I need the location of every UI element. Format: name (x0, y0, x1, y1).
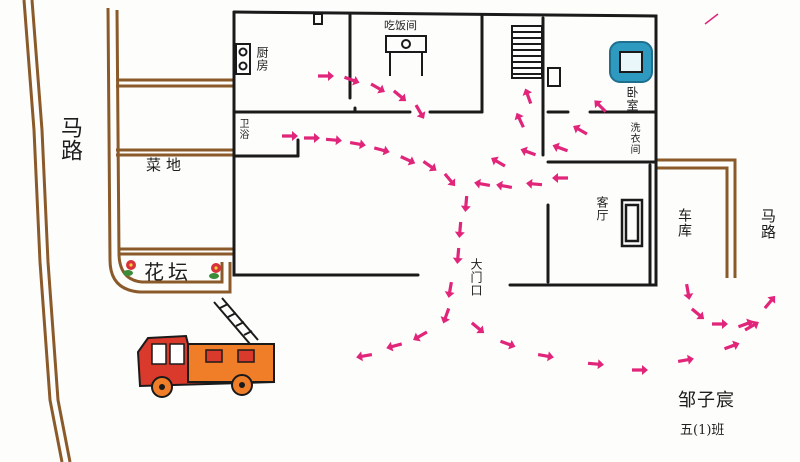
main-door-label: 大门口 (469, 258, 483, 297)
arrow-icon (573, 124, 588, 136)
arrow-icon (723, 340, 740, 351)
road-right-label: 马路 (759, 208, 777, 240)
arrow-icon (370, 82, 385, 94)
garage-label: 车库 (676, 208, 692, 238)
flower-icon (123, 260, 221, 279)
arrow-icon (496, 180, 513, 191)
arrow-icon (414, 104, 426, 119)
arrow-icon (677, 354, 694, 365)
arrow-icon (537, 351, 554, 362)
flower-bed-label: 花坛 (144, 260, 192, 284)
bathroom-label: 卫浴 (237, 118, 248, 140)
arrow-icon (737, 318, 754, 329)
sofa-icon (620, 198, 644, 248)
arrow-icon (522, 88, 533, 105)
arrow-icon (413, 330, 428, 342)
arrow-icon (452, 247, 463, 264)
arrow-icon (325, 135, 342, 146)
author-class: 五(1)班 (680, 423, 725, 438)
arrow-icon (444, 281, 455, 298)
escape-arrows (282, 71, 776, 375)
arrow-icon (470, 321, 485, 334)
arrow-icon (343, 75, 360, 86)
arrow-icon (632, 365, 648, 375)
arrow-icon (514, 112, 525, 128)
arrow-icon (763, 295, 776, 310)
kitchen-label: 厨房 (255, 46, 269, 72)
arrow-icon (318, 71, 334, 81)
right-road-border (655, 158, 737, 278)
pen-mark (704, 13, 719, 25)
vegetable-field-label: 菜地 (146, 156, 187, 174)
cabinet-icon (547, 67, 561, 87)
dining-room-label: 吃饭间 (384, 19, 417, 32)
bed-icon (609, 41, 653, 83)
arrow-icon (460, 195, 471, 212)
arrow-icon (499, 339, 516, 350)
arrow-icon (587, 359, 604, 370)
arrow-icon (422, 160, 437, 172)
arrow-icon (400, 155, 416, 166)
arrow-icon (552, 142, 569, 153)
arrow-icon (304, 133, 320, 143)
dining-table-icon (385, 35, 427, 76)
bedroom-label: 卧室 (625, 86, 639, 112)
fire-truck-icon (136, 297, 276, 398)
arrow-icon (491, 156, 506, 168)
arrow-icon (386, 341, 403, 352)
living-room-label: 客厅 (595, 196, 609, 222)
arrow-icon (440, 307, 451, 324)
arrow-icon (712, 319, 728, 329)
road-left-label: 马路 (57, 116, 82, 162)
stairs-icon (511, 25, 543, 79)
house-walls (232, 10, 658, 287)
left-road (22, 0, 72, 462)
laundry-label: 洗衣间 (628, 122, 639, 155)
arrow-icon (373, 145, 390, 156)
arrow-icon (683, 283, 694, 300)
arrow-icon (454, 221, 465, 238)
author-name: 邹子宸 (678, 390, 735, 411)
arrow-icon (443, 172, 456, 187)
arrow-icon (744, 320, 759, 332)
arrow-icon (520, 146, 537, 157)
arrow-icon (690, 307, 705, 320)
arrow-icon (356, 351, 373, 362)
arrow-icon (594, 100, 607, 113)
arrow-icon (526, 178, 543, 189)
arrow-icon (282, 131, 298, 141)
arrow-icon (392, 89, 407, 102)
arrow-icon (474, 178, 491, 189)
arrow-icon (552, 173, 568, 183)
stove-icon (235, 13, 323, 75)
arrow-icon (349, 139, 366, 150)
